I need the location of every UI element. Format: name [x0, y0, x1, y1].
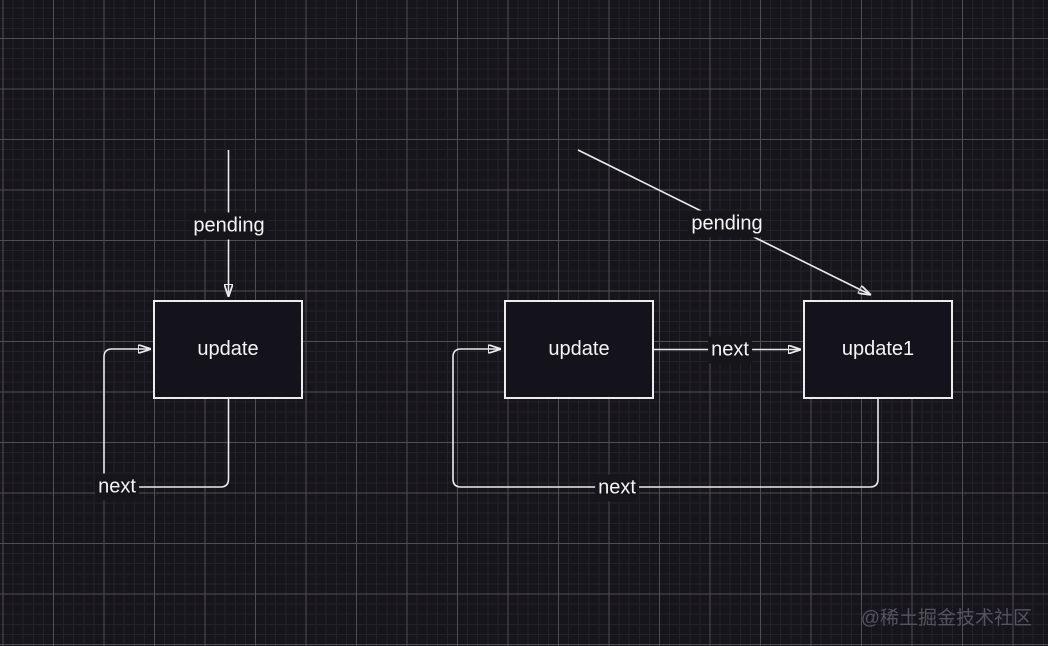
edge-label-next-right-loop: next — [595, 474, 639, 502]
edge-label-pending-left: pending — [190, 212, 268, 240]
node-update-left-label: update — [197, 338, 259, 360]
node-update-right-label: update — [548, 338, 610, 360]
node-update-right: update — [504, 300, 654, 399]
node-update1-label: update1 — [841, 338, 915, 360]
node-update1: update1 — [803, 300, 953, 399]
edge-label-pending-right: pending — [688, 210, 766, 238]
edge-label-next-left-loop: next — [95, 473, 139, 501]
edge-next-right-loop-arrow — [452, 349, 879, 488]
watermark-text: @稀土掘金技术社区 — [860, 608, 1032, 629]
node-update-left: update — [153, 300, 303, 399]
edge-label-next-between: next — [708, 336, 752, 364]
